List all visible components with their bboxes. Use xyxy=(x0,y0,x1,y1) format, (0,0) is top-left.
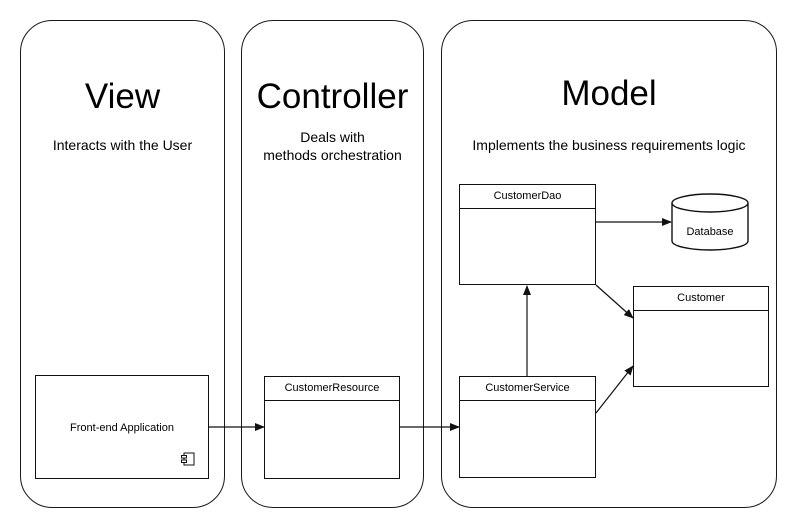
customer-entity-class: Customer xyxy=(633,286,769,387)
customer-dao-class: CustomerDao xyxy=(459,184,596,285)
customer-dao-class-name: CustomerDao xyxy=(460,185,595,209)
controller-description-line2: methods orchestration xyxy=(263,147,402,163)
view-title: View xyxy=(84,77,161,116)
customer-resource-class: CustomerResource xyxy=(264,376,400,479)
view-description: Interacts with the User xyxy=(52,137,193,153)
customer-service-class-name: CustomerService xyxy=(460,377,595,401)
front-end-application-label: Front-end Application xyxy=(70,422,174,434)
database-cylinder: Database xyxy=(671,193,749,251)
customer-entity-class-name: Customer xyxy=(634,287,768,311)
database-label: Database xyxy=(686,226,733,238)
uml-component-icon xyxy=(181,452,195,466)
controller-description-line1: Deals with xyxy=(300,129,365,145)
controller-title: Controller xyxy=(256,77,409,116)
arrow-service-to-customer xyxy=(595,365,634,414)
controller-lane: Controller Deals with methods orchestrat… xyxy=(241,20,424,508)
model-description: Implements the business requirements log… xyxy=(472,137,746,153)
arrow-dao-to-customer xyxy=(595,284,634,319)
customer-resource-class-name: CustomerResource xyxy=(265,377,399,401)
customer-service-class: CustomerService xyxy=(459,376,596,478)
model-title: Model xyxy=(561,74,657,113)
